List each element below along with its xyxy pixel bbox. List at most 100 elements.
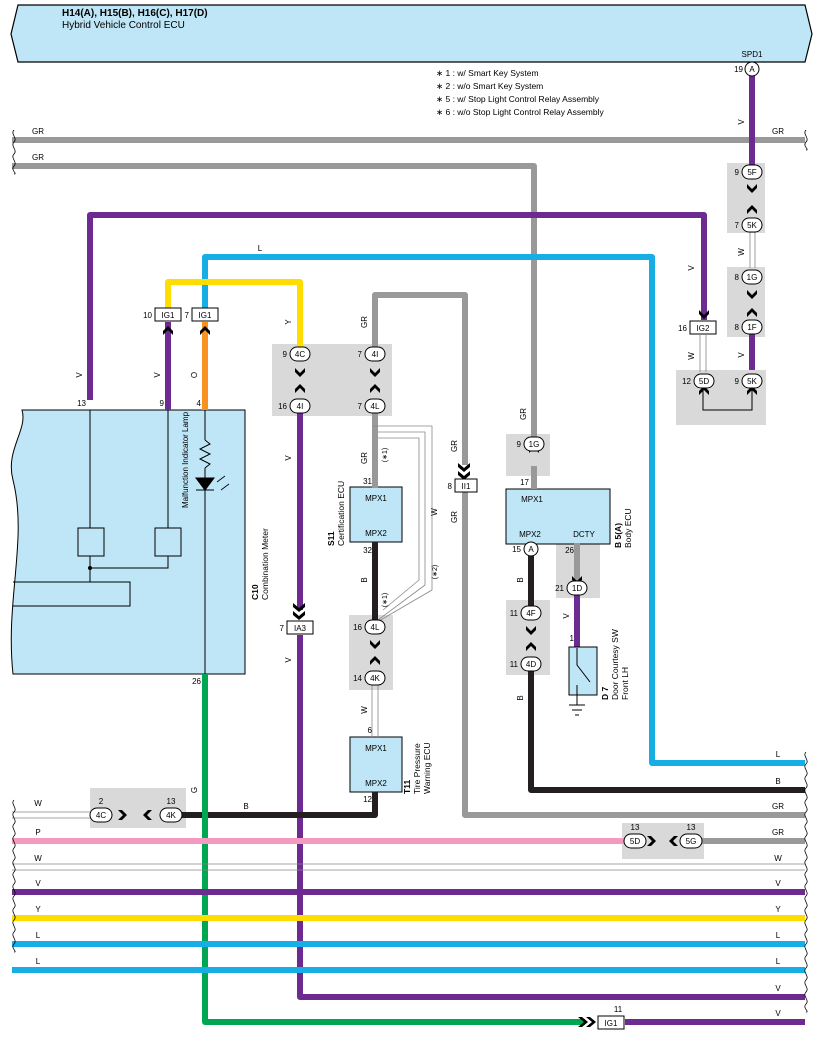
wl-gr-ii1a: GR <box>450 440 459 452</box>
pill-spd1: A <box>744 61 760 77</box>
ecu-connectors: H14(A), H15(B), H16(C), H17(D) <box>62 8 208 19</box>
wl-l-r3: L <box>776 957 781 966</box>
body-dcty: DCTY <box>573 530 595 539</box>
pin-s11-31: 31 <box>363 477 372 486</box>
pin-4C: 9 <box>283 350 288 359</box>
wl-l-l: L <box>36 931 41 940</box>
pin-IG1-a: 10 <box>143 311 152 320</box>
wl-y-r: Y <box>775 905 781 914</box>
svg-text:4D: 4D <box>526 660 536 669</box>
svg-text:IG2: IG2 <box>697 324 710 333</box>
pin-IG1-c: 11 <box>614 1005 623 1014</box>
wl-b-r: B <box>775 777 780 786</box>
wire-w-n1b <box>378 437 420 611</box>
wl-w-l: W <box>34 799 42 808</box>
meter-name: Combination Meter <box>260 528 270 600</box>
svg-text:4K: 4K <box>370 674 380 683</box>
hybrid-ecu-title: H14(A), H15(B), H16(C), H17(D) Hybrid Ve… <box>62 8 208 32</box>
wl-gr-2: GR <box>32 153 44 162</box>
pill-4K: 4K <box>364 670 386 686</box>
wl-gr-r2: GR <box>772 828 784 837</box>
tpms-code: T11 <box>402 780 412 794</box>
wl-v-ig1: V <box>153 372 162 378</box>
pin-1D: 21 <box>555 584 564 593</box>
wire-color-labels: GR GR GR L L B GR GR W V Y L L V V W P W… <box>32 119 784 1018</box>
svg-text:4L: 4L <box>371 623 380 632</box>
wl-b-s11: B <box>360 577 369 582</box>
wl-o: O <box>190 372 199 378</box>
pin-1G: 9 <box>517 440 522 449</box>
wl-v-r3: V <box>775 1009 781 1018</box>
notes-legend: ∗ 1 : w/ Smart Key System ∗ 2 : w/o Smar… <box>436 67 604 119</box>
pin-meter-9: 9 <box>160 399 165 408</box>
pin-1F: 8 <box>735 323 740 332</box>
wire-v-loop <box>87 212 707 400</box>
wl-gr-1: GR <box>32 127 44 136</box>
svg-text:5K: 5K <box>747 221 757 230</box>
wire-w-bottom2 <box>12 863 805 871</box>
wl-v-r2: V <box>775 984 781 993</box>
svg-text:4L: 4L <box>371 402 380 411</box>
pill-4K-b: 4K <box>159 807 183 823</box>
pill-5K-r: 5K <box>741 373 763 389</box>
svg-text:4K: 4K <box>166 811 176 820</box>
connector-chevrons <box>118 184 757 1027</box>
pin-5D-r: 12 <box>682 377 691 386</box>
box-IG1-a: IG1 <box>154 307 182 322</box>
pill-5D: 5D <box>623 833 647 849</box>
body-ecu-box <box>505 488 611 545</box>
pill-4F: 4F <box>520 605 542 621</box>
ecu-name: Hybrid Vehicle Control ECU <box>62 20 185 31</box>
pin-4F: 11 <box>510 609 519 618</box>
wl-l-r: L <box>776 750 781 759</box>
pin-II1: 8 <box>448 482 453 491</box>
pin-body-26: 26 <box>565 546 574 555</box>
box-IG1-c: IG1 <box>597 1015 625 1030</box>
body-mpx2: MPX2 <box>519 530 541 539</box>
wl-y-l: Y <box>35 905 41 914</box>
pill-4D: 4D <box>520 656 542 672</box>
pin-5G: 13 <box>687 823 696 832</box>
tpms-mpx1: MPX1 <box>365 744 387 753</box>
box-IG1-b: IG1 <box>191 307 219 322</box>
svg-text:IG1: IG1 <box>199 311 212 320</box>
wl-v-r: V <box>775 879 781 888</box>
door-switch-symbol <box>568 646 598 716</box>
pill-4C-b: 4C <box>89 807 113 823</box>
pin-4K-b: 13 <box>167 797 176 806</box>
wire-b-tpms <box>178 792 378 818</box>
svg-text:1F: 1F <box>747 323 756 332</box>
wl-gr-1g: GR <box>519 408 528 420</box>
connector-pills: A 5F 5K 1G 1F 5D 5K 4C 4I 4I 4L 1G 1D 4L… <box>89 61 763 1030</box>
wl-y: Y <box>284 319 293 325</box>
s11-name: Certification ECU <box>336 481 346 546</box>
box-IA3: IA3 <box>286 620 314 635</box>
wl-gr-r: GR <box>772 802 784 811</box>
svg-text:4F: 4F <box>526 609 535 618</box>
pin-door-1: 1 <box>570 634 575 643</box>
wl-v-1f: V <box>737 352 746 358</box>
pin-IG1-b: 7 <box>185 311 190 320</box>
pin-tpms-6: 6 <box>368 726 373 735</box>
pin-meter-4: 4 <box>197 399 202 408</box>
wire-w-ig2-5d <box>699 335 707 372</box>
wl-gr-4i: GR <box>360 316 369 328</box>
note-2: ∗ 2 : w/o Smart Key System <box>436 81 544 91</box>
pill-5F: 5F <box>741 164 763 180</box>
pill-4L-b: 4L <box>364 619 386 635</box>
pin-s11-32: 32 <box>363 546 372 555</box>
wire-l-main <box>202 254 805 766</box>
door-name2: Front LH <box>620 667 630 700</box>
spd1-label: SPD1 <box>742 50 763 59</box>
pin-1G-top: 8 <box>735 273 740 282</box>
svg-text:4C: 4C <box>295 350 305 359</box>
pin-5K: 7 <box>735 221 740 230</box>
pin-body-17: 17 <box>520 478 529 487</box>
wl-gr-s11: GR <box>360 452 369 464</box>
junction-links <box>702 382 753 411</box>
wire-v-ia3-bottom <box>297 635 805 1000</box>
wl-n1: (∗1) <box>382 448 389 462</box>
pin-spd1: 19 <box>734 65 743 74</box>
pin-4L-b: 16 <box>353 623 362 632</box>
